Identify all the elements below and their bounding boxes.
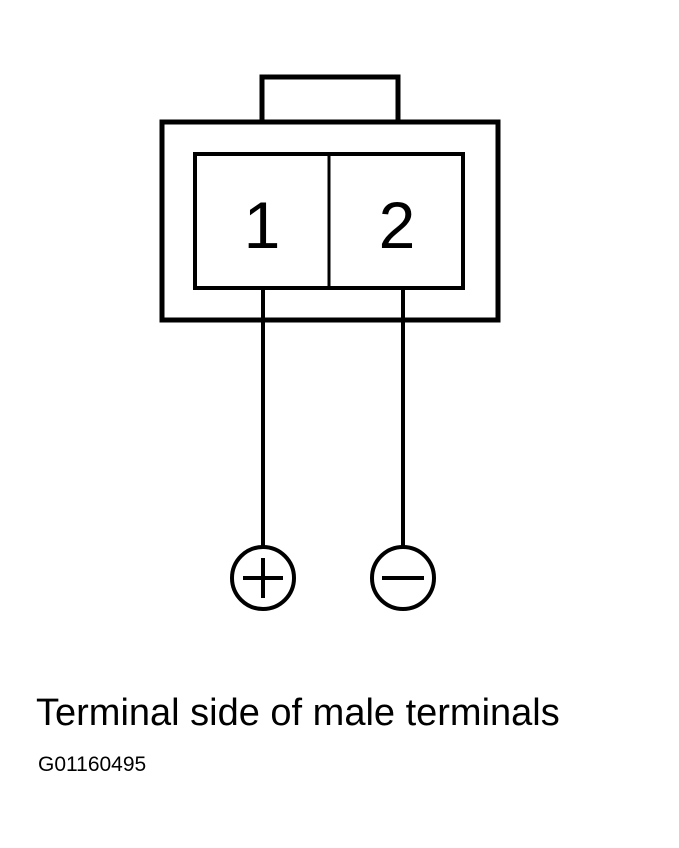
connector-lock-tab	[259, 74, 401, 125]
diagram-caption: Terminal side of male terminals	[36, 692, 560, 734]
negative-terminal-icon	[370, 545, 436, 611]
terminal-1-label: 1	[244, 188, 281, 262]
positive-terminal-icon	[230, 545, 296, 611]
figure-id: G01160495	[38, 753, 147, 776]
terminal-2-label: 2	[379, 188, 416, 262]
connector-diagram: 1 2	[159, 74, 501, 611]
